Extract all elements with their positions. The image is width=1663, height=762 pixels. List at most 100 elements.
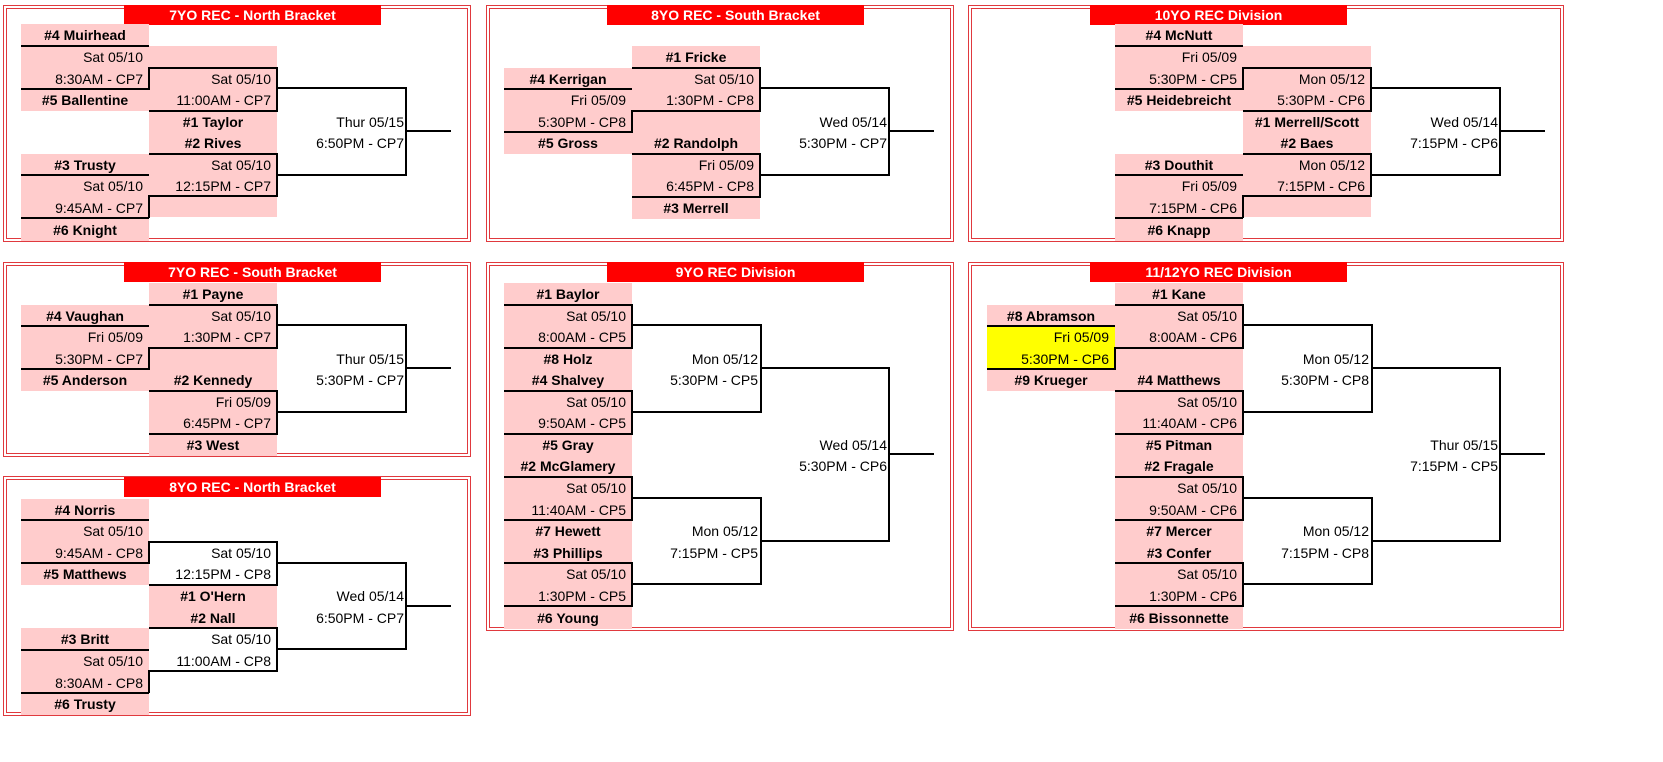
team-cell: #3 Douthit (1115, 154, 1243, 176)
bracket-line (1115, 304, 1243, 306)
bracket-line (504, 131, 632, 133)
team-cell: #3 Merrell (632, 197, 760, 219)
team-cell: #5 Gray (504, 434, 632, 456)
bracket-line (277, 174, 406, 176)
team-cell: #3 Trusty (21, 154, 149, 176)
bracket-line (888, 130, 934, 132)
bracket-line (148, 541, 150, 564)
bracket-line (504, 519, 632, 521)
game-time: 11:00AM - CP8 (176, 653, 271, 669)
bracket-line (149, 110, 277, 112)
game-time: 8:30AM - CP7 (21, 68, 149, 90)
bracket-line (1115, 217, 1243, 219)
game-time: 9:50AM - CP6 (1115, 499, 1243, 521)
team-cell: #4 Kerrigan (504, 68, 632, 90)
team-cell: #5 Gross (504, 132, 632, 154)
bracket-line (21, 45, 149, 47)
bracket-line (632, 67, 760, 69)
game-time: 5:30PM - CP6 (987, 348, 1115, 370)
bracket-line (632, 411, 761, 413)
team-cell: #2 Randolph (632, 132, 760, 154)
game-time: 8:30AM - CP8 (21, 672, 149, 694)
bracket-line (149, 347, 277, 349)
team-cell: #5 Heidebreicht (1115, 89, 1243, 111)
team-cell: #2 Kennedy (149, 369, 277, 391)
bracket-line (504, 88, 632, 90)
bracket-line (504, 390, 632, 392)
team-cell: #1 Baylor (504, 283, 632, 305)
bracket-line (632, 110, 760, 112)
game-time: 1:30PM - CP5 (504, 585, 632, 607)
team-cell: #1 Kane (1115, 283, 1243, 305)
panel-title: 7YO REC - North Bracket (124, 5, 381, 25)
bracket-line (504, 347, 632, 349)
bracket-fill (149, 197, 277, 217)
team-cell: #5 Matthews (21, 563, 149, 585)
bracket-line (149, 627, 277, 629)
game-time: 9:45AM - CP7 (21, 197, 149, 219)
final-time: 7:15PM - CP5 (1410, 458, 1498, 474)
team-cell: #1 Taylor (149, 111, 277, 133)
game-date: Fri 05/09 (21, 326, 149, 348)
game-date: Sat 05/10 (1115, 563, 1243, 585)
final-date: Wed 05/14 (1430, 114, 1498, 130)
panel-title: 7YO REC - South Bracket (124, 262, 381, 282)
bracket-line (987, 325, 1115, 327)
bracket-line (149, 584, 277, 586)
bracket-line (1371, 540, 1500, 542)
bracket-line (277, 87, 406, 89)
bracket-fill (149, 348, 277, 369)
bracket-line (1114, 347, 1116, 370)
bracket-line (405, 130, 451, 132)
game-time: 8:00AM - CP5 (504, 326, 632, 348)
bracket-line (504, 304, 632, 306)
team-cell: #4 McNutt (1115, 24, 1243, 46)
bracket-line (1243, 583, 1372, 585)
bracket-line (148, 67, 150, 90)
bracket-line (1115, 88, 1243, 90)
game-time: 11:40AM - CP5 (504, 499, 632, 521)
bracket-line (1243, 153, 1371, 155)
game-time: 5:30PM - CP5 (1115, 68, 1243, 90)
bracket-line (1115, 519, 1243, 521)
bracket-line (21, 325, 149, 327)
team-cell: #3 Phillips (504, 542, 632, 564)
bracket-line (1499, 453, 1545, 455)
bracket-line (1242, 67, 1244, 90)
bracket-line (1115, 45, 1243, 47)
game-date: Fri 05/09 (1115, 46, 1243, 68)
team-cell: #7 Mercer (1115, 520, 1243, 542)
game-time: 8:00AM - CP6 (1115, 326, 1243, 348)
bracket-line (148, 347, 150, 370)
bracket-line (1115, 390, 1243, 392)
bracket-line (888, 453, 934, 455)
bracket-line (405, 605, 451, 607)
game-time: 11:00AM - CP7 (149, 89, 277, 111)
bracket-fill (1243, 46, 1371, 68)
game-time: 7:15PM - CP6 (1115, 197, 1243, 219)
game-date: Sat 05/10 (21, 46, 149, 68)
game-date: Sat 05/10 (1115, 305, 1243, 327)
game-time: 5:30PM - CP7 (21, 348, 149, 370)
team-cell: #2 McGlamery (504, 455, 632, 477)
game-date: Sat 05/10 (504, 477, 632, 499)
bracket-line (149, 304, 277, 306)
final-date: Wed 05/14 (819, 437, 887, 453)
bracket-line (504, 605, 632, 607)
bracket-line (276, 304, 278, 349)
game-date: Sat 05/10 (149, 154, 277, 176)
bracket-line (632, 583, 761, 585)
team-cell: #7 Hewett (504, 520, 632, 542)
team-cell: #1 O'Hern (149, 585, 277, 607)
game-date: Sat 05/10 (504, 391, 632, 413)
bracket-line (1115, 476, 1243, 478)
bracket-line (1243, 110, 1371, 112)
bracket-line (148, 670, 277, 672)
final-time: 5:30PM - CP7 (799, 135, 887, 151)
panel-title: 11/12YO REC Division (1090, 262, 1347, 282)
team-cell: #2 Rives (149, 132, 277, 154)
bracket-line (21, 88, 149, 90)
game-date: Sat 05/10 (21, 175, 149, 197)
bracket-line (1242, 195, 1244, 218)
game-time: 6:45PM - CP7 (149, 412, 277, 434)
